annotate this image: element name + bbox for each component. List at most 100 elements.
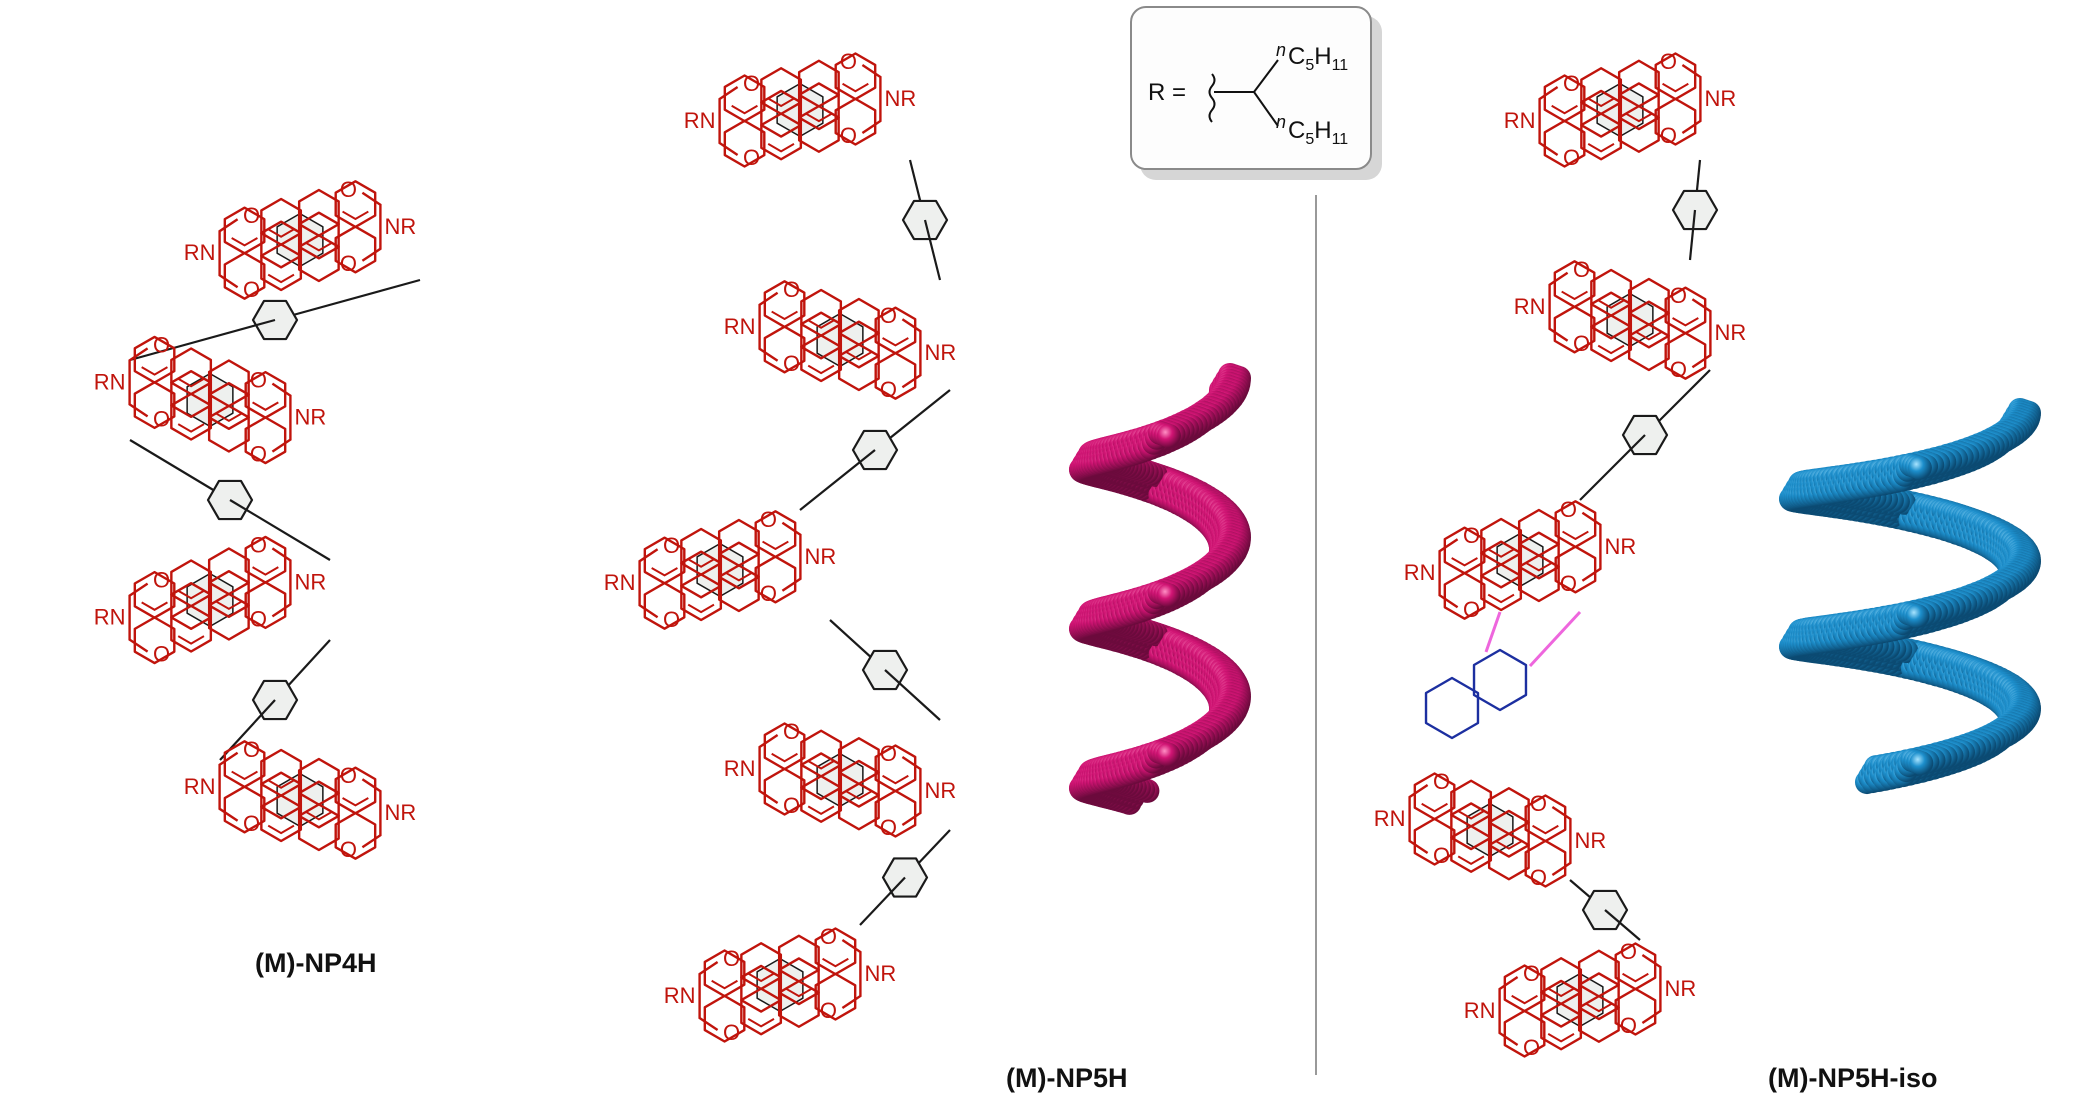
oxygen-label: O (250, 442, 267, 467)
oxygen-label: O (153, 642, 170, 667)
double-bond (267, 824, 295, 835)
double-bond (177, 635, 205, 645)
oxygen-label: O (153, 332, 170, 357)
spacefill-helix-magenta-icon (1069, 363, 1251, 815)
aromatic-ring (797, 104, 840, 153)
single-bond (1579, 434, 1646, 501)
oxygen-label: O (783, 351, 800, 376)
imide-ring (361, 191, 382, 262)
imide-ring (271, 547, 292, 618)
aromatic-ring (1540, 1002, 1583, 1051)
double-bond (1625, 112, 1653, 123)
imide-label: RN (1464, 998, 1496, 1023)
oxygen-label: O (760, 581, 777, 606)
single-bond (1688, 209, 1697, 261)
double-bond (1635, 331, 1663, 341)
oxygen-label: O (243, 811, 260, 836)
imide-label: NR (385, 800, 417, 825)
imide-label: RN (724, 756, 756, 781)
imide-label: NR (865, 961, 897, 986)
imide-ring (1498, 976, 1519, 1046)
double-bond (807, 760, 835, 770)
oxygen-label: O (1620, 1013, 1637, 1038)
aromatic-ring (1543, 119, 1586, 168)
imide-label: RN (724, 314, 756, 339)
aromatic-ring (207, 592, 250, 641)
aromatic-ring (1450, 802, 1493, 851)
oxygen-label: O (820, 998, 837, 1023)
aromatic-ring (1517, 531, 1560, 580)
imide-ring (1581, 511, 1602, 582)
single-bond (923, 219, 942, 281)
oxygen-label: O (1530, 791, 1547, 816)
aromatic-ring (760, 112, 803, 161)
oxygen-label: O (840, 49, 857, 74)
oxygen-label: O (1660, 123, 1677, 148)
aromatic-ring (837, 343, 880, 392)
double-bond (1562, 530, 1589, 541)
naphthalene-ring (1424, 676, 1480, 740)
imide-ring (901, 756, 922, 826)
imide-label: NR (1575, 828, 1607, 853)
double-bond (882, 774, 909, 785)
aromatic-ring (1517, 554, 1560, 603)
atom-sphere (1156, 583, 1181, 608)
aromatic-ring (754, 555, 797, 604)
double-bond (1561, 290, 1588, 301)
imide-label: RN (664, 983, 696, 1008)
aromatic-ring (763, 325, 806, 374)
double-bond (1597, 299, 1625, 309)
double-bond (342, 210, 369, 221)
double-bond (177, 423, 205, 433)
imide-ring (1538, 86, 1559, 156)
double-bond (1487, 548, 1515, 558)
aromatic-ring (170, 370, 213, 418)
aromatic-ring (133, 381, 176, 430)
aromatic-ring (260, 771, 303, 820)
imide-label: NR (295, 569, 327, 594)
aromatic-ring (207, 404, 250, 453)
double-bond (1585, 1002, 1613, 1013)
aromatic-ring (1614, 987, 1657, 1036)
linker-segment (1671, 159, 1719, 261)
double-bond (215, 412, 243, 423)
imide-ring (128, 347, 149, 418)
oxygen-label: O (250, 368, 267, 393)
aromatic-ring (297, 803, 340, 852)
double-bond (305, 811, 333, 821)
double-bond (762, 540, 789, 551)
r-equals-label: R = (1148, 79, 1186, 106)
aromatic-ring (1577, 994, 1620, 1043)
aromatic-ring (1480, 563, 1523, 612)
oxygen-label: O (243, 737, 260, 762)
imide-label: NR (385, 214, 417, 239)
oxygen-label: O (1563, 145, 1580, 170)
aromatic-ring (874, 351, 917, 400)
aromatic-ring (837, 782, 880, 831)
new-bond (1528, 610, 1582, 668)
aromatic-ring (740, 987, 783, 1036)
imide-ring (901, 318, 922, 389)
aromatic-ring (334, 225, 377, 274)
aromatic-ring (837, 759, 880, 808)
aromatic-ring (777, 957, 820, 1006)
oxygen-label: O (1433, 843, 1450, 868)
caption-np5h: (M)-NP5H (1006, 1063, 1128, 1093)
double-bond (141, 601, 168, 611)
imide-ring (1408, 784, 1429, 854)
aromatic-ring (170, 582, 213, 630)
oxygen-label: O (1563, 71, 1580, 96)
oxygen-label: O (783, 793, 800, 818)
aromatic-ring (800, 334, 843, 383)
single-bond (129, 318, 276, 362)
aromatic-ring (717, 541, 760, 590)
oxygen-label: O (1433, 769, 1450, 794)
oxygen-label: O (340, 837, 357, 862)
aromatic-ring (1617, 104, 1660, 153)
double-bond (747, 972, 775, 983)
imide-ring (1681, 64, 1702, 134)
